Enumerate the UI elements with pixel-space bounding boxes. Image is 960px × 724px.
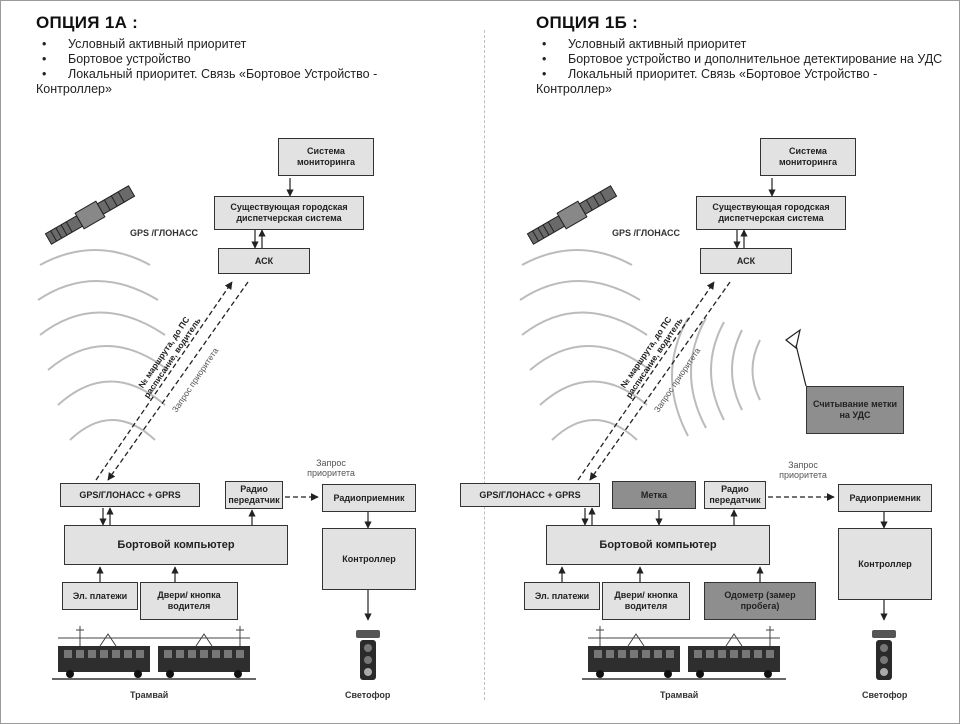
left-bullet-2: Бортовое устройство xyxy=(36,52,466,67)
left-radio-rx-box: Радиоприемник xyxy=(322,484,416,512)
left-bullet-3: Локальный приоритет. Связь «Бортовое Уст… xyxy=(36,67,466,82)
right-tag-box: Метка xyxy=(612,481,696,509)
right-doors-box: Двери/ кнопка водителя xyxy=(602,582,690,620)
antenna-icon xyxy=(785,328,807,387)
tram-icon xyxy=(52,626,256,680)
right-bullet-3: Локальный приоритет. Связь «Бортовое Уст… xyxy=(536,67,946,82)
left-gps-label: GPS /ГЛОНАСС xyxy=(130,228,198,238)
right-tram-label: Трамвай xyxy=(660,690,699,700)
right-radio-rx-box: Радиоприемник xyxy=(838,484,932,512)
right-odometer-box: Одометр (замер пробега) xyxy=(704,582,816,620)
right-priority-request-label: Запрос приоритета xyxy=(779,460,827,480)
right-bullet-2: Бортовое устройство и дополнительное дет… xyxy=(536,52,946,67)
left-dispatch-box: Существующая городская диспетчерская сис… xyxy=(214,196,364,230)
right-bullet-1: Условный активный приоритет xyxy=(536,37,946,52)
right-bullet-3-cont: Контроллер» xyxy=(536,82,612,96)
tram-icon xyxy=(582,626,786,680)
satellite-icon xyxy=(526,185,618,245)
right-bullets: Условный активный приоритет Бортовое уст… xyxy=(536,37,946,97)
left-bullet-3-cont: Контроллер» xyxy=(36,82,112,96)
right-controller-box: Контроллер xyxy=(838,528,932,600)
left-asu-box: АСК xyxy=(218,248,310,274)
left-tram-label: Трамвай xyxy=(130,690,169,700)
left-doors-box: Двери/ кнопка водителя xyxy=(140,582,238,620)
left-radio-tx-box: Радио передатчик xyxy=(225,481,283,509)
left-monitoring-box: Система мониторинга xyxy=(278,138,374,176)
traffic-light-icon xyxy=(356,630,380,680)
right-gps-label: GPS /ГЛОНАСС xyxy=(612,228,680,238)
signal-waves-icon xyxy=(37,249,169,441)
panel-divider xyxy=(484,30,485,700)
signal-waves-icon xyxy=(519,249,651,441)
right-tag-reader-box: Считывание метки на УДС xyxy=(806,386,904,434)
satellite-icon xyxy=(44,185,136,245)
right-heading: ОПЦИЯ 1Б : xyxy=(536,13,639,32)
left-gps-gprs-box: GPS/ГЛОНАСС + GPRS xyxy=(60,483,200,507)
right-light-label: Светофор xyxy=(862,690,908,700)
signal-waves-icon xyxy=(671,317,761,437)
right-dispatch-box: Существующая городская диспетчерская сис… xyxy=(696,196,846,230)
left-light-label: Светофор xyxy=(345,690,391,700)
right-board-pc-box: Бортовой компьютер xyxy=(546,525,770,565)
traffic-light-icon xyxy=(872,630,896,680)
left-heading: ОПЦИЯ 1А : xyxy=(36,13,139,32)
right-monitoring-box: Система мониторинга xyxy=(760,138,856,176)
right-gps-gprs-box: GPS/ГЛОНАСС + GPRS xyxy=(460,483,600,507)
left-board-pc-box: Бортовой компьютер xyxy=(64,525,288,565)
left-bullet-1: Условный активный приоритет xyxy=(36,37,466,52)
right-asu-box: АСК xyxy=(700,248,792,274)
right-radio-tx-box: Радио передатчик xyxy=(704,481,766,509)
left-priority-request-label: Запрос приоритета xyxy=(307,458,355,478)
left-bullets: Условный активный приоритет Бортовое уст… xyxy=(36,37,466,97)
right-payments-box: Эл. платежи xyxy=(524,582,600,610)
left-controller-box: Контроллер xyxy=(322,528,416,590)
left-payments-box: Эл. платежи xyxy=(62,582,138,610)
